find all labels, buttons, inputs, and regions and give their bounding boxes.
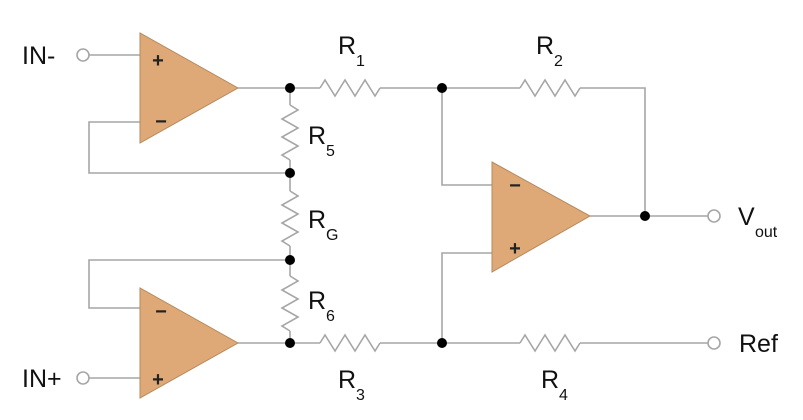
resistor-r1: [319, 78, 381, 98]
opamp-right: − +: [491, 161, 592, 273]
wires: [88, 54, 708, 379]
node-top-output: [285, 83, 295, 93]
label-in-minus: IN-: [22, 42, 55, 70]
wire-top-feedback: [88, 121, 290, 174]
node-r3-r4: [437, 338, 447, 348]
resistor-r2: [519, 78, 581, 98]
resistor-r6: [280, 275, 300, 332]
label-r1: R: [338, 32, 356, 60]
terminal-vout: [707, 209, 721, 223]
node-bottom-output: [285, 338, 295, 348]
label-rg-sub: G: [326, 227, 338, 244]
label-r2: R: [536, 32, 554, 60]
terminal-in-minus: [76, 48, 90, 62]
opamp-bottom-minus-sign: −: [155, 301, 167, 323]
resistors: [280, 78, 581, 353]
wire-right-minus-input: [441, 88, 492, 186]
junction-nodes: [285, 83, 650, 348]
label-r3-sub: 3: [356, 387, 365, 404]
label-r4-sub: 4: [559, 387, 568, 404]
resistor-r5: [280, 104, 300, 161]
label-r5: R: [308, 122, 326, 150]
label-r4: R: [541, 366, 559, 394]
node-vout: [640, 211, 650, 221]
label-vout-sub: out: [755, 224, 778, 241]
labels: IN- IN+ V out Ref R 1 R 2 R 5 R G R 6 R …: [22, 32, 778, 404]
label-r3: R: [338, 366, 356, 394]
label-r2-sub: 2: [554, 53, 563, 70]
opamp-right-plus-sign: +: [509, 238, 521, 260]
label-r6: R: [308, 287, 326, 315]
label-ref: Ref: [739, 330, 778, 358]
resistor-rg: [280, 190, 300, 247]
label-in-plus: IN+: [22, 365, 62, 393]
opamp-bottom-plus-sign: +: [152, 369, 164, 391]
node-r1-r2: [437, 83, 447, 93]
resistor-r3: [319, 333, 381, 353]
label-rg: R: [308, 206, 326, 234]
opamp-bottom: − +: [139, 287, 240, 399]
terminal-ref: [707, 336, 721, 350]
wire-bottom-feedback: [88, 259, 290, 309]
label-vout: V: [738, 203, 755, 231]
label-r1-sub: 1: [356, 53, 365, 70]
node-rg-r6: [285, 255, 295, 265]
label-r5-sub: 5: [326, 143, 335, 160]
opamp-top: + −: [139, 32, 240, 144]
node-r5-rg: [285, 168, 295, 178]
terminals: [76, 48, 721, 385]
wire-right-plus-input: [441, 252, 492, 343]
opamp-top-minus-sign: −: [155, 111, 167, 133]
opamp-top-plus-sign: +: [152, 50, 164, 72]
opamp-right-minus-sign: −: [509, 175, 521, 197]
label-r6-sub: 6: [326, 308, 335, 325]
resistor-r4: [519, 333, 581, 353]
terminal-in-plus: [76, 371, 90, 385]
